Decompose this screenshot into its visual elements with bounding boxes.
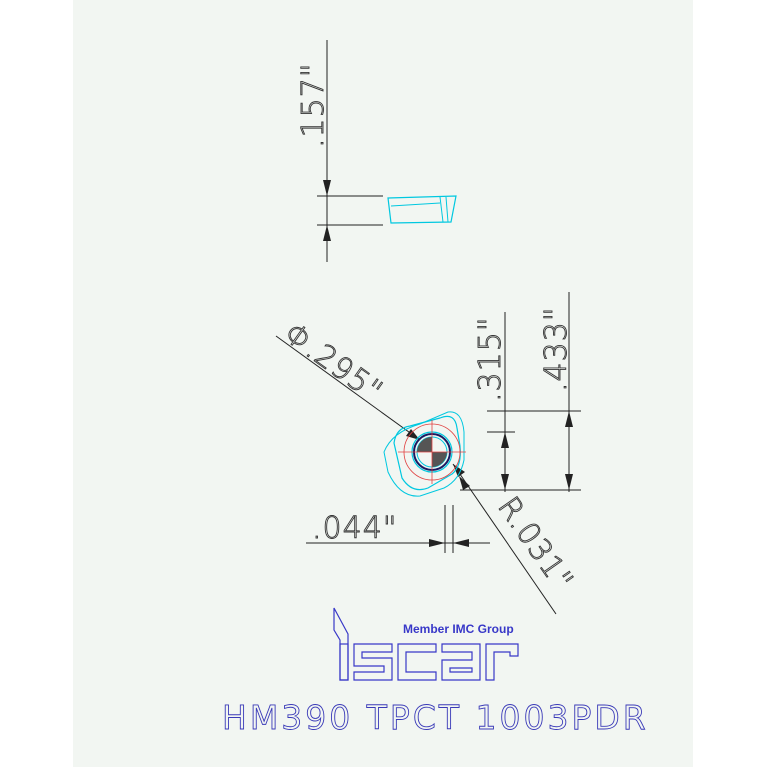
part-number: HM390 TPCT 1003PDR xyxy=(222,698,649,737)
diameter-leader xyxy=(275,335,421,441)
land-width-label: .044" xyxy=(312,511,398,546)
arrow xyxy=(565,411,573,427)
logo-letter-c xyxy=(397,643,437,681)
hole-quadrant xyxy=(417,437,432,452)
insert-side-profile xyxy=(387,195,457,224)
thickness-label: .157" xyxy=(296,62,331,148)
arrow xyxy=(429,539,445,547)
logo-letter-a xyxy=(441,643,481,681)
insert-side-edge xyxy=(439,196,444,223)
arrow xyxy=(501,474,509,490)
logo-letter-s xyxy=(353,643,393,681)
thickness-arrow-bottom xyxy=(323,225,331,241)
arrow xyxy=(453,464,465,477)
side-view: .157" xyxy=(296,40,457,262)
hole-quadrant xyxy=(432,452,447,467)
insert-side-edge xyxy=(390,202,441,207)
radius-leader xyxy=(452,463,557,615)
arrow xyxy=(453,539,469,547)
logo-letter-r xyxy=(485,643,519,681)
logo-letter-i-stem xyxy=(339,643,349,681)
logo-tagline: Member IMC Group xyxy=(403,622,514,636)
insert-outline-outer xyxy=(383,411,465,497)
right-panel xyxy=(385,0,693,767)
arrow xyxy=(565,474,573,490)
thickness-arrow-top xyxy=(323,180,331,196)
insert-side-edge xyxy=(445,196,449,223)
height-inner-label: .315" xyxy=(473,316,508,402)
top-view-panel xyxy=(73,0,385,315)
arrow xyxy=(459,476,470,490)
top-view: .315" .433" Φ.295" R.031" .044" xyxy=(275,292,581,615)
insert-outline xyxy=(393,415,461,491)
bottom-left-panel xyxy=(73,315,385,767)
height-outer-label: .433" xyxy=(539,306,574,392)
arrow xyxy=(501,432,509,448)
arrow xyxy=(406,429,420,440)
iscar-logo: Member IMC Group iscar xyxy=(333,607,519,681)
